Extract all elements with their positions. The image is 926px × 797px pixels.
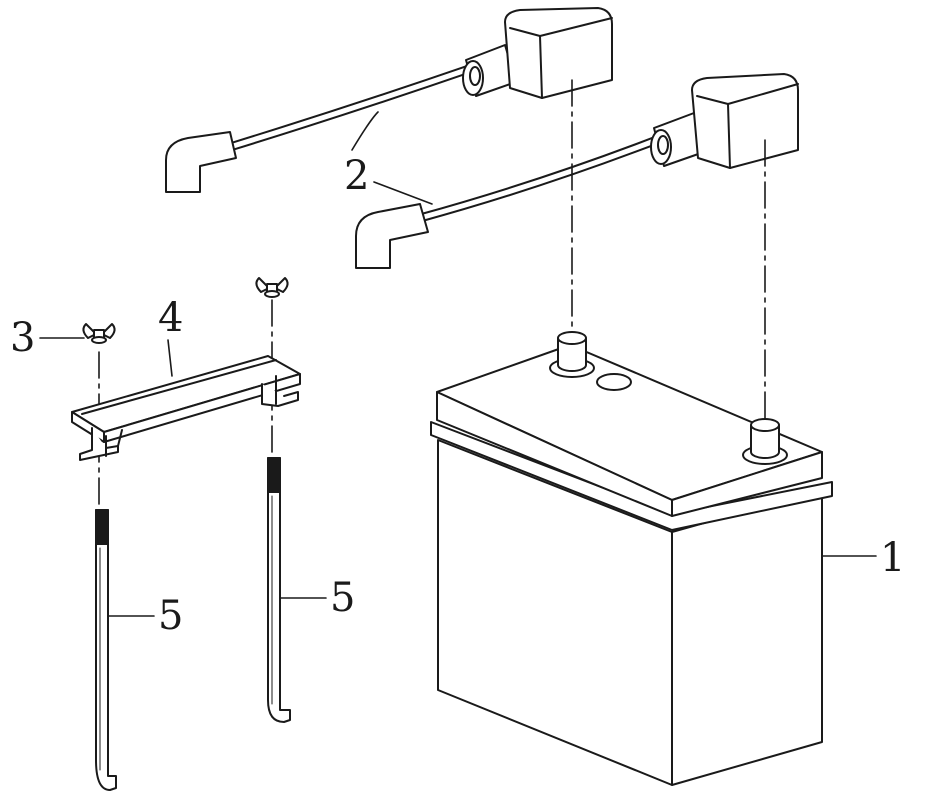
cable-lower-boot	[691, 73, 799, 169]
terminal-post-positive	[742, 418, 788, 465]
wing-nut-left	[82, 323, 116, 344]
battery-lid-side	[671, 451, 823, 517]
label-wing-nut: 3	[10, 315, 36, 361]
label-cable: 2	[344, 153, 370, 199]
battery-side-face	[671, 489, 823, 786]
vent-cap	[596, 373, 632, 391]
cable-lower-elbow	[355, 203, 429, 269]
j-rod-right	[267, 457, 291, 723]
label-clamp-bar: 4	[158, 295, 184, 341]
leader-lines	[39, 111, 877, 617]
terminal-post-negative	[549, 331, 595, 378]
label-rod-left: 5	[158, 593, 184, 639]
j-rod-left	[95, 509, 117, 791]
cable-upper-boot	[504, 7, 613, 99]
label-rod-right: 5	[330, 575, 356, 621]
cable-upper-elbow	[165, 131, 237, 193]
battery	[430, 331, 833, 786]
cable-lower	[355, 73, 799, 269]
clamp-bar	[71, 355, 301, 461]
wing-nut-right	[255, 277, 289, 298]
cable-upper	[165, 7, 613, 193]
label-battery: 1	[880, 535, 906, 581]
